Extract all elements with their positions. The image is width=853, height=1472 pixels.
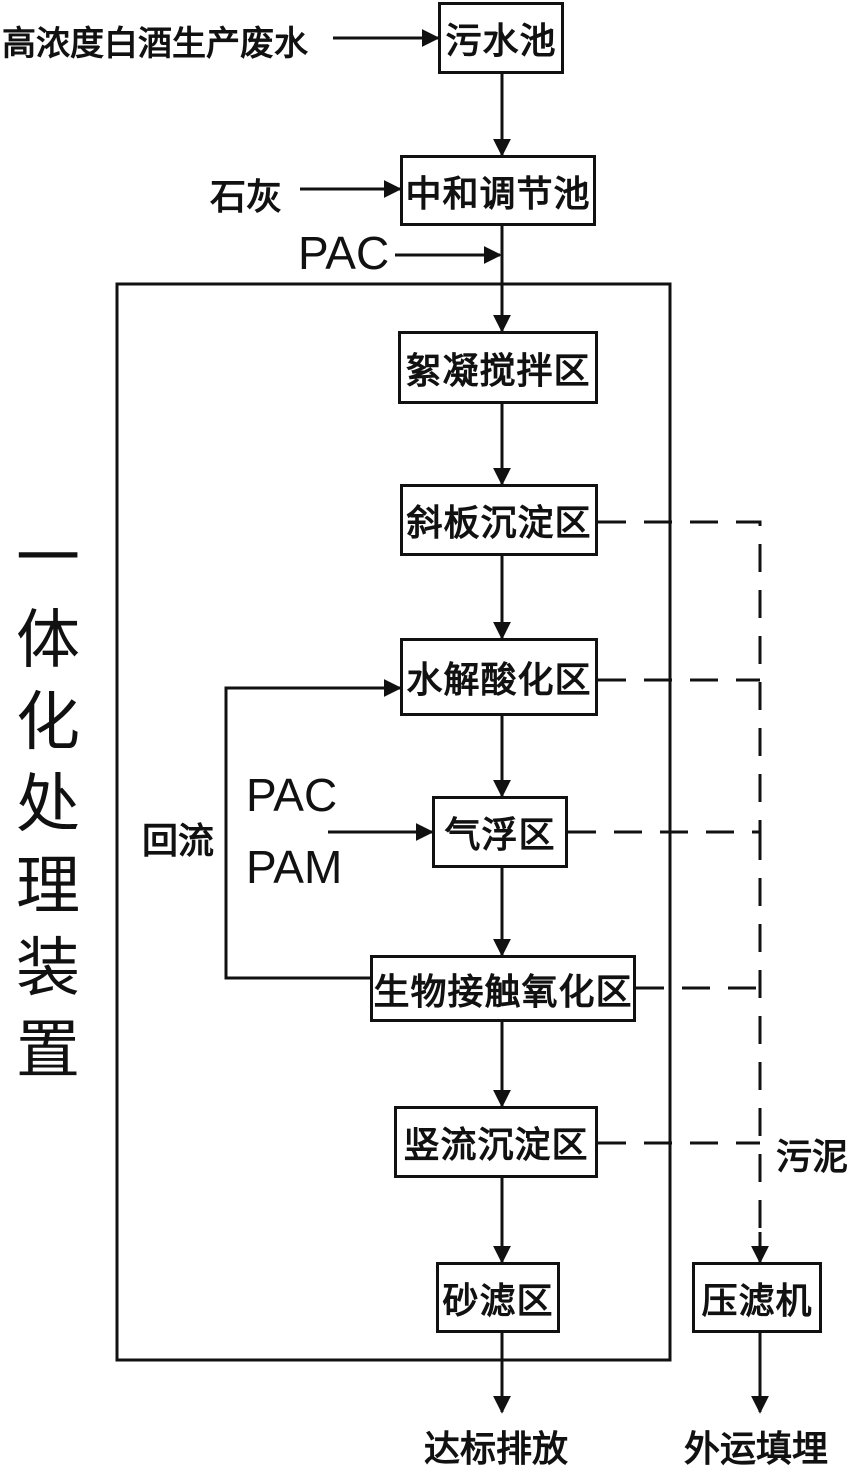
- hydrolysis-zone-box: 水解酸化区: [400, 638, 598, 716]
- sludge-label: 污泥: [776, 1137, 849, 1178]
- neutral-tank-box: 中和调节池: [400, 155, 596, 226]
- float-zone-box: 气浮区: [432, 796, 568, 868]
- integrated-device-title: 一 体 化 处 理 装 置: [8, 518, 88, 1092]
- title-char: 装: [16, 932, 80, 1006]
- sewage-pool-box: 污水池: [438, 2, 564, 74]
- integrated-device-frame: [115, 282, 672, 1362]
- vert-sed-zone-box: 竖流沉淀区: [394, 1106, 598, 1178]
- title-char: 置: [16, 1014, 80, 1088]
- title-char: 理: [16, 850, 80, 924]
- wastewater-label: 高浓度白酒生产废水: [2, 24, 308, 64]
- disposal-label: 外运填埋: [684, 1429, 829, 1470]
- title-char: 一: [16, 522, 80, 596]
- incline-sed-zone-box: 斜板沉淀区: [400, 484, 598, 556]
- bio-zone-box: 生物接触氧化区: [370, 955, 636, 1022]
- title-char: 处: [16, 768, 80, 842]
- lime-label: 石灰: [210, 177, 283, 218]
- sludge-lines: [568, 520, 762, 1250]
- recycle-line: [224, 679, 402, 980]
- title-char: 体: [16, 604, 80, 678]
- discharge-label: 达标排放: [424, 1429, 569, 1470]
- pac-top-label: PAC: [298, 227, 390, 279]
- floc-zone-box: 絮凝搅拌区: [398, 331, 598, 404]
- pac-mid-label: PAC: [246, 769, 338, 821]
- recycle-label: 回流: [142, 821, 215, 862]
- title-char: 化: [16, 686, 80, 760]
- sand-filter-zone-box: 砂滤区: [436, 1262, 560, 1333]
- pam-mid-label: PAM: [246, 841, 343, 893]
- filter-press-box: 压滤机: [692, 1262, 822, 1333]
